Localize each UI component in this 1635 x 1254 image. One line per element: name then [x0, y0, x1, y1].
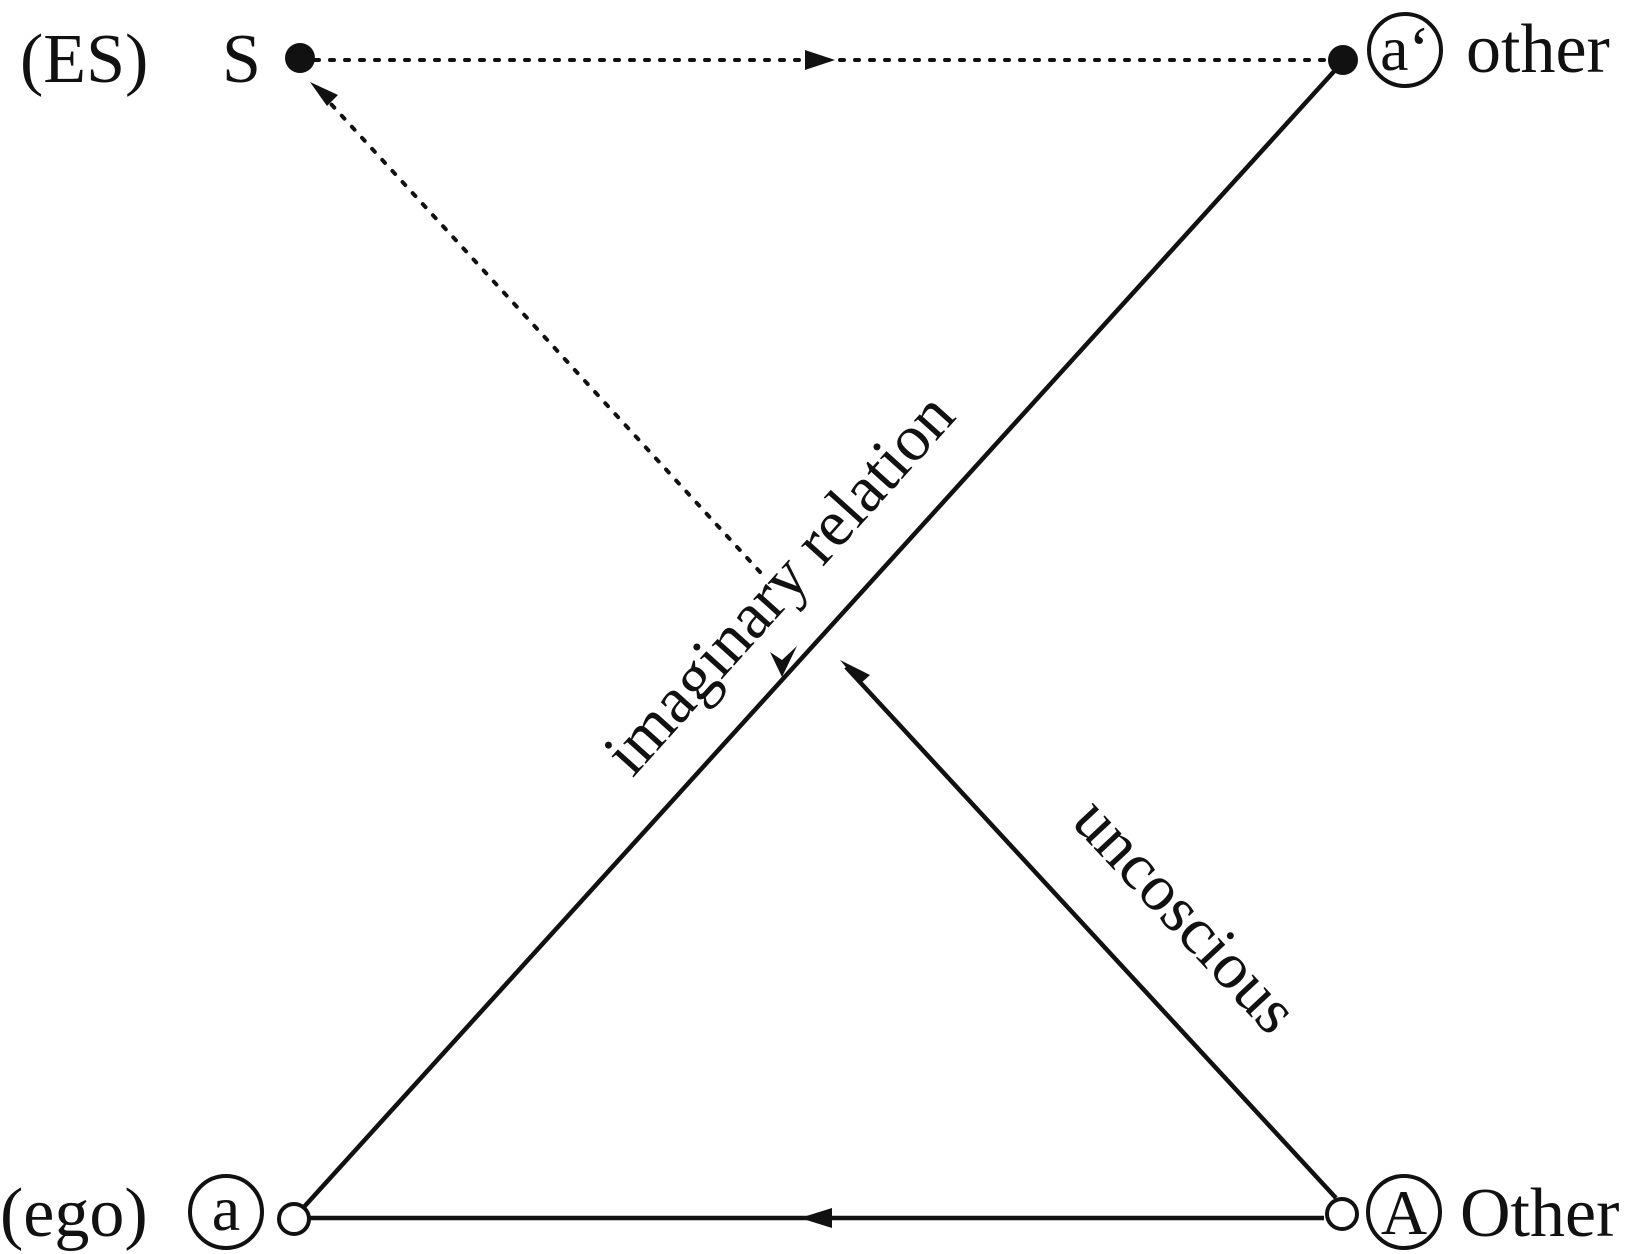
label-other-small: other — [1466, 11, 1610, 88]
arrowhead-top-right — [805, 50, 835, 70]
dotted-line-to-s — [318, 90, 762, 574]
arrowhead-to-s — [310, 82, 338, 106]
circle-big-a — [1366, 1174, 1442, 1250]
solid-line-unconscious — [844, 665, 1338, 1200]
label-a-prime: a‘ — [1380, 13, 1430, 84]
label-es: (ES) — [20, 21, 148, 98]
arrowhead-imaginary-relation — [770, 646, 797, 677]
label-unconscious: uncoscious — [1059, 783, 1312, 1047]
label-imaginary-relation: imaginary relation — [589, 379, 968, 789]
node-s-dot — [285, 43, 315, 73]
label-big-a: A — [1381, 1177, 1427, 1248]
label-a: a — [212, 1173, 240, 1244]
label-s: S — [222, 21, 261, 98]
solid-line-imaginary-relation — [301, 65, 1340, 1210]
arrowhead-unconscious — [840, 660, 870, 684]
arrowhead-bottom — [800, 1208, 832, 1228]
node-other-big-dot — [1325, 1197, 1359, 1231]
node-other-small-dot — [1328, 45, 1358, 75]
circle-a-prime — [1367, 12, 1443, 88]
circle-a — [188, 1174, 264, 1250]
label-other-big: Other — [1460, 1175, 1619, 1252]
node-ego-dot — [277, 1202, 311, 1236]
label-ego: (ego) — [0, 1175, 148, 1252]
